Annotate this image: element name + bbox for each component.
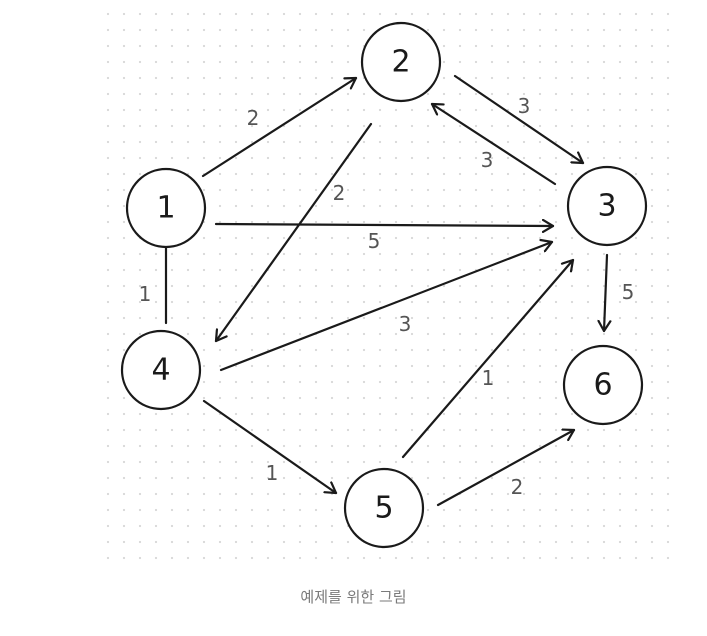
- edge-weight-2-4: 2: [333, 181, 346, 205]
- node-label-2: 2: [391, 45, 410, 80]
- node-circle-3: [566, 165, 648, 247]
- node-5: 5: [343, 467, 425, 549]
- node-circle-5: [343, 467, 425, 549]
- node-label-1: 1: [156, 191, 175, 226]
- edge-weight-5-6: 2: [511, 475, 524, 499]
- edge-weight-3-6: 5: [622, 280, 635, 304]
- edge-weight-4-3: 3: [399, 312, 412, 336]
- node-label-5: 5: [374, 491, 393, 526]
- edge-5-to-6: [436, 430, 576, 507]
- node-label-6: 6: [593, 368, 612, 403]
- node-6: 6: [562, 344, 644, 426]
- edge-weight-1-3: 5: [368, 229, 381, 253]
- node-circle-1: [125, 167, 207, 249]
- node-label-3: 3: [597, 189, 616, 224]
- node-circle-6: [562, 344, 644, 426]
- edge-3-to-6: [604, 253, 607, 333]
- node-label-4: 4: [151, 353, 170, 388]
- edge-weight-1-4: 1: [139, 282, 152, 306]
- node-circle-2: [360, 21, 442, 103]
- edge-weight-1-2: 2: [247, 106, 260, 130]
- edge-3-to-2: [430, 102, 557, 186]
- edge-4-to-5: [202, 399, 338, 495]
- edge-weight-2-3: 3: [518, 94, 531, 118]
- edge-5-to-3: [401, 258, 575, 459]
- edge-1-to-2: [201, 76, 358, 178]
- figure-caption: 예제를 위한 그림: [300, 588, 407, 606]
- edge-1-to-3: [214, 224, 555, 226]
- edge-weight-4-5: 1: [266, 461, 279, 485]
- node-4: 4: [120, 329, 202, 411]
- edge-2-to-4: [214, 122, 373, 343]
- node-3: 3: [566, 165, 648, 247]
- node-2: 2: [360, 21, 442, 103]
- edge-4-to-3: [219, 242, 554, 372]
- node-1: 1: [125, 167, 207, 249]
- edge-weight-3-2: 3: [481, 148, 494, 172]
- node-circle-4: [120, 329, 202, 411]
- edge-weight-5-3: 1: [482, 366, 495, 390]
- edge-2-to-3: [453, 74, 585, 165]
